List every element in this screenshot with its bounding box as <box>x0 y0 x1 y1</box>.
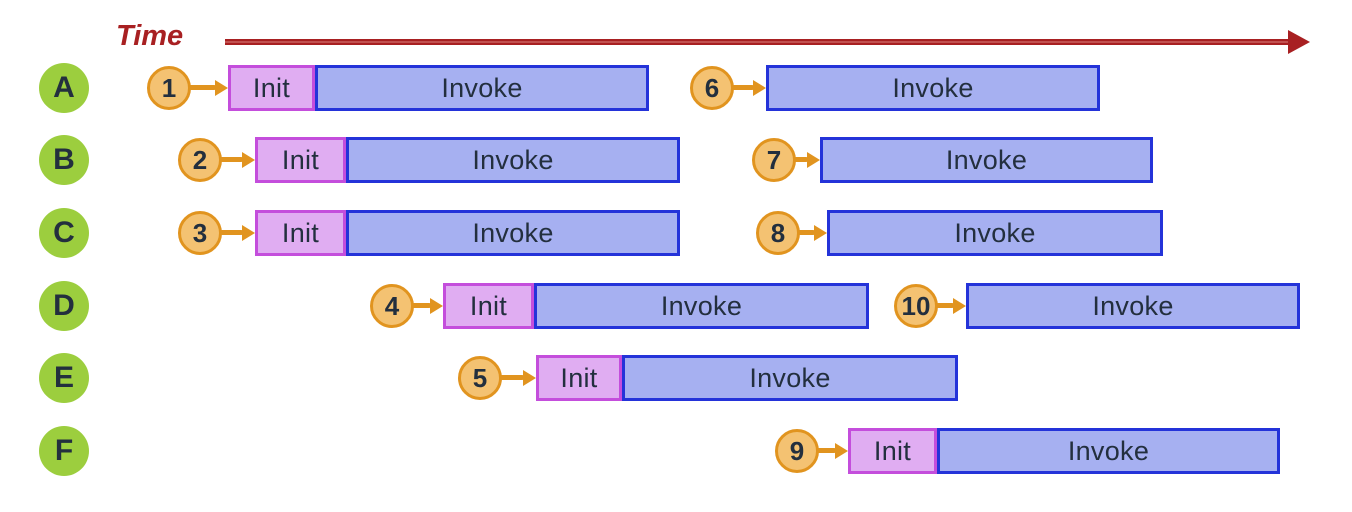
lane-circle-C: C <box>39 208 89 258</box>
time-label: Time <box>116 20 184 52</box>
lane-circle-F: F <box>39 426 89 476</box>
invoke-bar: Invoke <box>622 355 958 401</box>
init-bar: Init <box>255 137 346 183</box>
arrow-right-icon <box>242 225 255 241</box>
event-arrow-shaft <box>500 375 524 380</box>
arrow-right-icon <box>753 80 766 96</box>
event-arrow-shaft <box>412 303 431 308</box>
event-arrow-shaft <box>817 448 836 453</box>
event-circle-5: 5 <box>458 356 502 400</box>
event-arrow-shaft <box>220 230 243 235</box>
init-bar: Init <box>536 355 622 401</box>
arrow-right-icon <box>835 443 848 459</box>
init-bar: Init <box>443 283 534 329</box>
event-arrow-shaft <box>794 157 808 162</box>
event-circle-1: 1 <box>147 66 191 110</box>
event-circle-3: 3 <box>178 211 222 255</box>
invoke-bar: Invoke <box>937 428 1280 474</box>
lane-circle-B: B <box>39 135 89 185</box>
invoke-bar: Invoke <box>766 65 1100 111</box>
timeline-arrowhead-icon <box>1288 30 1310 54</box>
event-circle-2: 2 <box>178 138 222 182</box>
init-bar: Init <box>255 210 346 256</box>
lane-circle-A: A <box>39 63 89 113</box>
event-arrow-shaft <box>936 303 954 308</box>
arrow-right-icon <box>242 152 255 168</box>
event-circle-10: 10 <box>894 284 938 328</box>
invoke-bar: Invoke <box>534 283 869 329</box>
event-circle-8: 8 <box>756 211 800 255</box>
timeline-shaft <box>225 39 1288 45</box>
arrow-right-icon <box>953 298 966 314</box>
invoke-bar: Invoke <box>827 210 1163 256</box>
event-circle-4: 4 <box>370 284 414 328</box>
event-arrow-shaft <box>798 230 815 235</box>
lane-circle-D: D <box>39 281 89 331</box>
arrow-right-icon <box>430 298 443 314</box>
event-circle-7: 7 <box>752 138 796 182</box>
invoke-bar: Invoke <box>346 137 680 183</box>
event-circle-6: 6 <box>690 66 734 110</box>
arrow-right-icon <box>523 370 536 386</box>
invoke-bar: Invoke <box>820 137 1153 183</box>
arrow-right-icon <box>807 152 820 168</box>
arrow-right-icon <box>814 225 827 241</box>
lane-circle-E: E <box>39 353 89 403</box>
event-arrow-shaft <box>220 157 243 162</box>
invoke-bar: Invoke <box>346 210 680 256</box>
event-circle-9: 9 <box>775 429 819 473</box>
invoke-bar: Invoke <box>315 65 649 111</box>
event-arrow-shaft <box>732 85 754 90</box>
arrow-right-icon <box>215 80 228 96</box>
invoke-bar: Invoke <box>966 283 1300 329</box>
init-bar: Init <box>848 428 937 474</box>
event-arrow-shaft <box>189 85 216 90</box>
init-bar: Init <box>228 65 315 111</box>
